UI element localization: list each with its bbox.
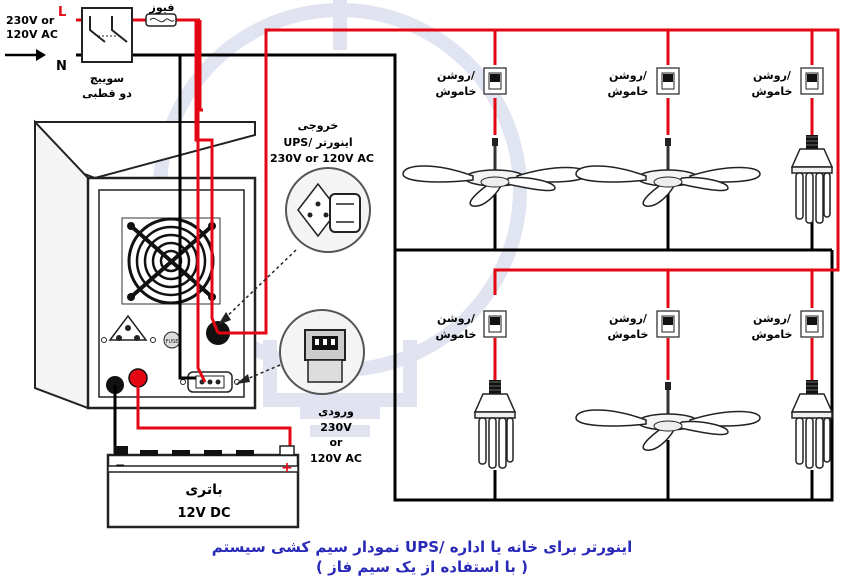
light-switch-label: خاموش — [608, 328, 649, 341]
switch-label-line1: سوییچ — [90, 72, 124, 85]
svg-text:FUSE: FUSE — [166, 339, 179, 345]
cooling-fan-icon — [121, 217, 221, 305]
battery-voltage-label: 12V DC — [177, 506, 230, 521]
switch-label-line2: دو قطبی — [82, 87, 132, 100]
live-wiring — [76, 18, 840, 452]
output-socket-icon — [108, 314, 148, 341]
light-switch — [483, 67, 507, 95]
light-switch-label: روشن/ — [753, 69, 792, 82]
ups-inverter-unit: FUSE — [34, 119, 257, 410]
light-switch — [800, 67, 824, 95]
battery-plus-sign: + — [281, 460, 293, 476]
supply-voltage-line1: 230V or — [6, 14, 55, 27]
cfl-bulb-icon — [791, 379, 833, 469]
load-row-bottom: روشن/ خاموش روشن/ خاموش روشن/ خاموش — [436, 310, 833, 469]
output-label-line3: 230V or 120V AC — [270, 152, 374, 165]
cfl-bulb-icon — [791, 134, 833, 224]
fuse-label: فیوز — [149, 1, 175, 14]
fuse-holder: FUSE — [163, 331, 181, 349]
diagram-caption-line2: ( با استفاده از یک سیم فاز ) — [316, 558, 528, 576]
output-callout: خروجی UPS/ اینورتر 230V or 120V AC — [217, 119, 374, 326]
input-label-line2: 230V — [320, 421, 352, 434]
input-callout: ورودی 230V or 120V AC — [236, 309, 365, 465]
light-switch-label: خاموش — [608, 85, 649, 98]
light-switch-label: خاموش — [436, 328, 477, 341]
battery-label: باتری — [185, 482, 222, 498]
output-label-line2: UPS/ اینورتر — [283, 136, 352, 149]
light-switch-label: خاموش — [436, 85, 477, 98]
input-label-line3: or — [330, 436, 344, 449]
light-switch — [656, 310, 680, 338]
light-switch — [800, 310, 824, 338]
light-switch-label: روشن/ — [437, 69, 476, 82]
light-switch-label: روشن/ — [609, 69, 648, 82]
diagram-caption-line1: نمودار سیم کشی سیستم UPS/ اینورتر برای خ… — [212, 538, 633, 556]
neutral-label: N — [56, 59, 67, 74]
input-label-line1: ورودی — [318, 405, 354, 418]
light-switch-label: روشن/ — [609, 312, 648, 325]
light-switch-label: خاموش — [752, 328, 793, 341]
light-switch — [656, 67, 680, 95]
load-row-top: روشن/ خاموش روشن/ خاموش روشن/ خاموش — [401, 67, 833, 224]
double-pole-switch — [81, 7, 133, 63]
live-label: L — [58, 5, 66, 20]
light-switch-label: روشن/ — [437, 312, 476, 325]
light-switch — [483, 310, 507, 338]
battery-icon: − + باتری 12V DC — [106, 445, 300, 529]
input-socket-icon — [180, 371, 240, 393]
fuse-icon — [145, 13, 177, 27]
ceiling-fan-icon — [574, 380, 762, 452]
input-label-line4: 120V AC — [310, 452, 362, 465]
battery-minus-sign: − — [115, 458, 125, 472]
supply-voltage-line2: 120V AC — [6, 28, 58, 41]
input-arrow-icon — [5, 49, 46, 61]
output-label-line1: خروجی — [298, 119, 339, 132]
light-switch-label: روشن/ — [753, 312, 792, 325]
light-switch-label: خاموش — [752, 85, 793, 98]
cfl-bulb-icon — [474, 379, 516, 469]
